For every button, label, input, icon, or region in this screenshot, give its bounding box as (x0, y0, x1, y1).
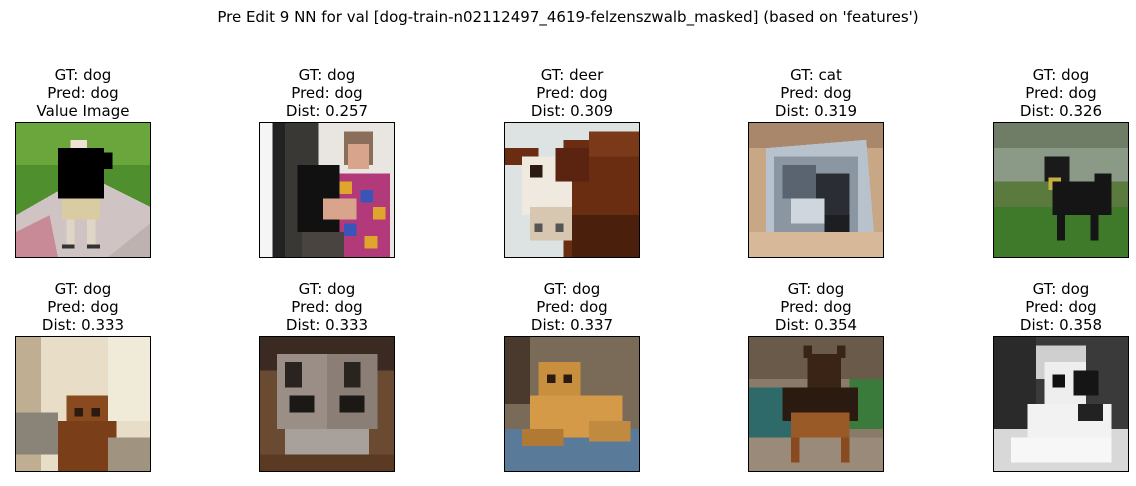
gt-label: GT: dog (543, 280, 601, 298)
dist-label: Dist: 0.326 (1019, 102, 1103, 120)
neighbor-thumbnail (259, 336, 395, 472)
neighbor-thumbnail (504, 336, 640, 472)
dist-label: Dist: 0.337 (530, 316, 614, 334)
pred-label: Pred: dog (47, 84, 119, 102)
value-image-label: Value Image (36, 102, 130, 120)
pred-label: Pred: dog (780, 298, 852, 316)
gt-label: GT: cat (790, 66, 842, 84)
pred-label: Pred: dog (291, 84, 363, 102)
gt-label: GT: dog (1032, 66, 1090, 84)
pred-label: Pred: dog (291, 298, 363, 316)
pred-label: Pred: dog (47, 298, 119, 316)
dist-label: Dist: 0.257 (285, 102, 369, 120)
pred-label: Pred: dog (780, 84, 852, 102)
panel-title: GT: cat Pred: dog Dist: 0.319 (708, 66, 924, 120)
pred-label: Pred: dog (536, 298, 608, 316)
panel-title: GT: dog Pred: dog Value Image (0, 66, 191, 120)
value-image-thumbnail (15, 122, 151, 258)
panel-title: GT: dog Pred: dog Dist: 0.326 (953, 66, 1136, 120)
gt-label: GT: dog (298, 280, 356, 298)
gt-label: GT: dog (54, 280, 112, 298)
pred-label: Pred: dog (536, 84, 608, 102)
dist-label: Dist: 0.309 (530, 102, 614, 120)
panel-title: GT: dog Pred: dog Dist: 0.358 (953, 280, 1136, 334)
neighbor-thumbnail (504, 122, 640, 258)
panel-title: GT: dog Pred: dog Dist: 0.257 (219, 66, 435, 120)
dist-label: Dist: 0.354 (774, 316, 858, 334)
panel-title: GT: deer Pred: dog Dist: 0.309 (464, 66, 680, 120)
dist-label: Dist: 0.333 (285, 316, 369, 334)
gt-label: GT: dog (298, 66, 356, 84)
panel-title: GT: dog Pred: dog Dist: 0.337 (464, 280, 680, 334)
panel-title: GT: dog Pred: dog Dist: 0.354 (708, 280, 924, 334)
gt-label: GT: dog (787, 280, 845, 298)
figure-title: Pre Edit 9 NN for val [dog-train-n021124… (217, 8, 919, 26)
pred-label: Pred: dog (1025, 298, 1097, 316)
panel-title: GT: dog Pred: dog Dist: 0.333 (219, 280, 435, 334)
neighbor-thumbnail (748, 336, 884, 472)
gt-label: GT: dog (54, 66, 112, 84)
neighbor-thumbnail (15, 336, 151, 472)
dist-label: Dist: 0.319 (774, 102, 858, 120)
neighbor-thumbnail (259, 122, 395, 258)
gt-label: GT: deer (540, 66, 604, 84)
neighbor-thumbnail (993, 336, 1129, 472)
dist-label: Dist: 0.358 (1019, 316, 1103, 334)
dist-label: Dist: 0.333 (41, 316, 125, 334)
panel-title: GT: dog Pred: dog Dist: 0.333 (0, 280, 191, 334)
neighbor-thumbnail (748, 122, 884, 258)
neighbor-thumbnail (993, 122, 1129, 258)
gt-label: GT: dog (1032, 280, 1090, 298)
pred-label: Pred: dog (1025, 84, 1097, 102)
